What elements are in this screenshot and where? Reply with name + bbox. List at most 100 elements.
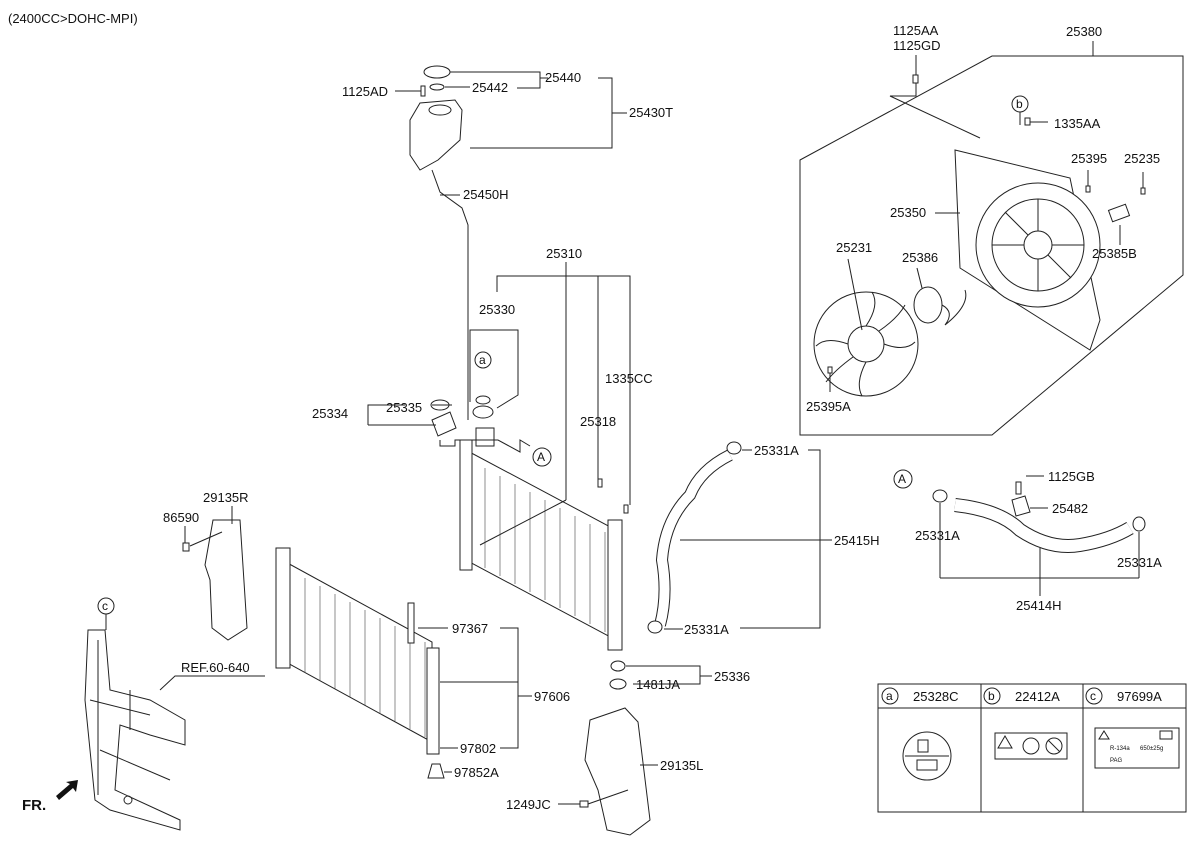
- label-86590: 86590: [163, 510, 199, 525]
- air-guard-29135R: [204, 519, 248, 641]
- radiator-group: 25310 25330 1335CC 25334 25335 25318 a A: [312, 246, 653, 651]
- label-29135L: 29135L: [660, 758, 703, 773]
- label-25350: 25350: [890, 205, 926, 220]
- label-25430T: 25430T: [629, 105, 673, 120]
- label-25331A-2: 25331A: [684, 622, 729, 637]
- legend-c-letter: c: [1090, 689, 1096, 703]
- lower-hose-group: A 1125GB 25482 25331A 25331A 25414H: [893, 469, 1162, 613]
- legend-b-circle: [983, 687, 1001, 705]
- reservoir-tank-25430T: [409, 99, 463, 171]
- label-25335: 25335: [386, 400, 422, 415]
- legend-b-no-slash: [1047, 739, 1061, 753]
- receiver-drier-97802: [426, 647, 440, 755]
- front-end-module: [84, 629, 186, 831]
- clip-25482: [1011, 495, 1031, 517]
- legend-c-amount: 650±25g: [1140, 746, 1163, 752]
- label-1335CC: 1335CC: [605, 371, 653, 386]
- front-direction-label: FR.: [22, 797, 46, 814]
- label-1125AD: 1125AD: [342, 84, 388, 99]
- label-1249JC: 1249JC: [506, 797, 551, 812]
- legend-b-hand-icon: [1022, 737, 1040, 755]
- legend-c-book-icon: [1159, 730, 1173, 740]
- label-1125GD: 1125GD: [893, 38, 940, 53]
- mount-97852A: [427, 763, 445, 779]
- legend-c-oil: PAG: [1110, 758, 1123, 764]
- label-1125GB: 1125GB: [1048, 469, 1095, 484]
- clamp-25331A-right: [1132, 516, 1146, 532]
- legend-b-part: 22412A: [1015, 689, 1060, 704]
- label-1125AA: 1125AA: [893, 23, 939, 38]
- label-25336: 25336: [714, 669, 750, 684]
- legend-b-warning-icon: [997, 735, 1013, 749]
- fan-leader-lines: [829, 41, 1144, 392]
- screw-1249JC: [579, 800, 589, 808]
- air-guard-right-leaders: [184, 506, 233, 547]
- bracket-97367: [407, 602, 415, 644]
- legend-c-label-icon: [1094, 727, 1180, 769]
- label-25482: 25482: [1052, 501, 1088, 516]
- radiator-filler-neck: [475, 427, 495, 447]
- legend-border: [877, 683, 1187, 813]
- label-25331A-4: 25331A: [1117, 555, 1162, 570]
- callout-a-circle: [474, 351, 492, 369]
- label-25414H: 25414H: [1016, 598, 1062, 613]
- callout-A-hose-letter: A: [898, 472, 906, 486]
- label-25395A: 25395A: [806, 399, 851, 414]
- drain-seal-1481JA: [609, 678, 627, 690]
- air-guard-left-group: 29135L 1249JC: [506, 707, 703, 836]
- label-25450H: 25450H: [463, 187, 509, 202]
- hose-25415H-inner: [655, 450, 733, 627]
- condenser-group: 97367 97606 97802 97852A: [275, 547, 570, 780]
- radiator-cap-seal: [475, 395, 491, 405]
- callout-A-hose-circle: [893, 469, 913, 489]
- clamp-25331A-left: [932, 489, 948, 503]
- reservoir-leaders: [395, 71, 627, 196]
- legend-c-part: 97699A: [1117, 689, 1162, 704]
- fan-blade-25231: [813, 291, 919, 397]
- callout-a-letter: a: [479, 353, 486, 367]
- label-25235: 25235: [1124, 151, 1160, 166]
- reservoir-cap-25440: [423, 65, 451, 79]
- label-25380: 25380: [1066, 24, 1102, 39]
- bracket-25334: [431, 411, 457, 437]
- label-25334: 25334: [312, 406, 348, 421]
- label-25318: 25318: [580, 414, 616, 429]
- label-97606: 97606: [534, 689, 570, 704]
- label-25395: 25395: [1071, 151, 1107, 166]
- air-guard-29135L: [584, 707, 651, 836]
- label-25331A-3: 25331A: [915, 528, 960, 543]
- ref-label: REF.60-640: [181, 660, 250, 675]
- fan-assembly-group: 1125AA 1125GD 25380 1335AA 25395 25235 2…: [799, 23, 1184, 436]
- bolt-1125AD: [420, 85, 426, 97]
- condenser-core-97606: [281, 559, 433, 743]
- reservoir-filler-neck: [428, 104, 452, 116]
- lower-hose-leaders: [939, 475, 1140, 596]
- legend-a-part: 25328C: [913, 689, 959, 704]
- bolt-1335CC: [623, 504, 629, 514]
- radiator-left-tank: [459, 439, 473, 571]
- callout-A-radiator-letter: A: [537, 450, 545, 464]
- drain-plug-group: 25336 1481JA: [609, 660, 750, 692]
- callout-c-circle: [97, 597, 115, 615]
- legend-a-circle: [881, 687, 899, 705]
- legend-c-circle: [1085, 687, 1103, 705]
- label-25440: 25440: [545, 70, 581, 85]
- label-25330: 25330: [479, 302, 515, 317]
- label-25386: 25386: [902, 250, 938, 265]
- legend-table: a 25328C b 22412A c 97699A R-134a 650±25…: [877, 683, 1187, 813]
- callout-b-circle: [1011, 95, 1029, 113]
- resistor-25385B: [1107, 203, 1131, 223]
- callout-c-letter: c: [102, 599, 108, 613]
- label-97802: 97802: [460, 741, 496, 756]
- reservoir-seal-25442: [429, 83, 445, 91]
- fan-assembly-outline: [799, 55, 1184, 436]
- drain-plug-25336: [610, 660, 626, 672]
- drain-leaders: [626, 665, 712, 685]
- radiator-right-tank: [607, 519, 623, 651]
- label-97367: 97367: [452, 621, 488, 636]
- hose-25414H-inner: [954, 499, 1134, 552]
- front-arrow-icon: [56, 780, 78, 800]
- label-25442: 25442: [472, 80, 508, 95]
- condenser-left-tank: [275, 547, 291, 669]
- fan-blade-curves: [815, 291, 916, 397]
